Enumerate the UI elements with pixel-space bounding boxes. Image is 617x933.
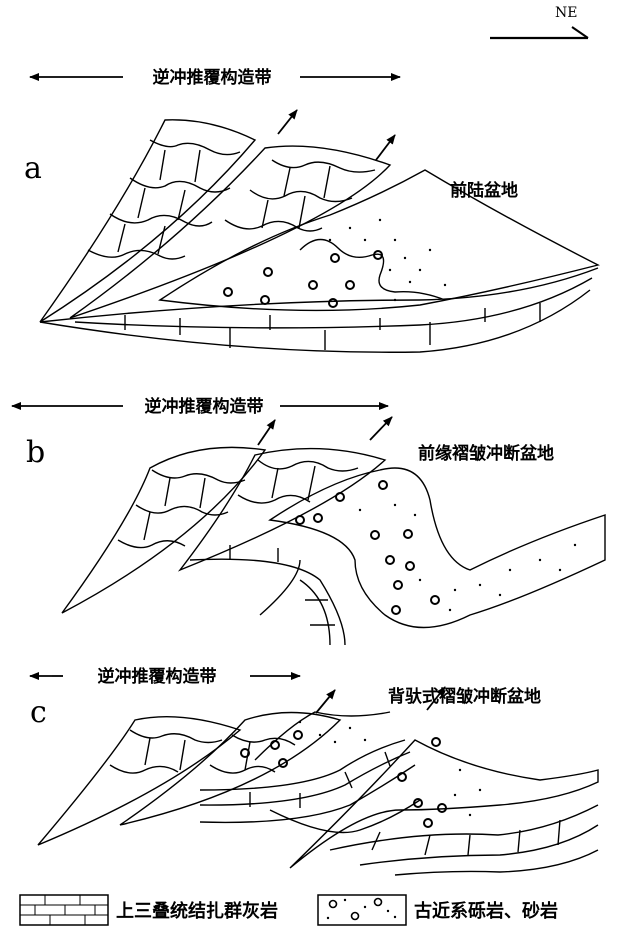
panel-a-letter: a [24,151,42,186]
panel-c-band-label: 逆冲推覆构造带 [98,666,217,687]
panel-b: b 逆冲推覆构造带 前缘褶皱冲断盆地 [12,396,605,645]
legend: 上三叠统结扎群灰岩 古近系砾岩、砂岩 [20,895,558,925]
legend-conglomerate-label: 古近系砾岩、砂岩 [414,900,558,922]
panel-c-letter: c [30,695,47,730]
legend-limestone-label: 上三叠统结扎群灰岩 [116,900,278,922]
panel-c-basin-label: 背驮式褶皱冲断盆地 [388,686,541,707]
panel-b-letter: b [26,435,45,470]
north-arrow: NE [490,5,588,38]
panel-c: c 逆冲推覆构造带 背驮式褶皱冲断盆地 [30,666,598,875]
north-label: NE [555,5,577,21]
legend-conglomerate-swatch [318,895,406,925]
panel-b-band-label: 逆冲推覆构造带 [145,396,264,417]
panel-a: a 逆冲推覆构造带 前陆盆地 [24,67,598,352]
panel-b-basin-label: 前缘褶皱冲断盆地 [418,443,554,464]
panel-a-band-label: 逆冲推覆构造带 [153,67,272,88]
legend-limestone-swatch [20,895,108,925]
